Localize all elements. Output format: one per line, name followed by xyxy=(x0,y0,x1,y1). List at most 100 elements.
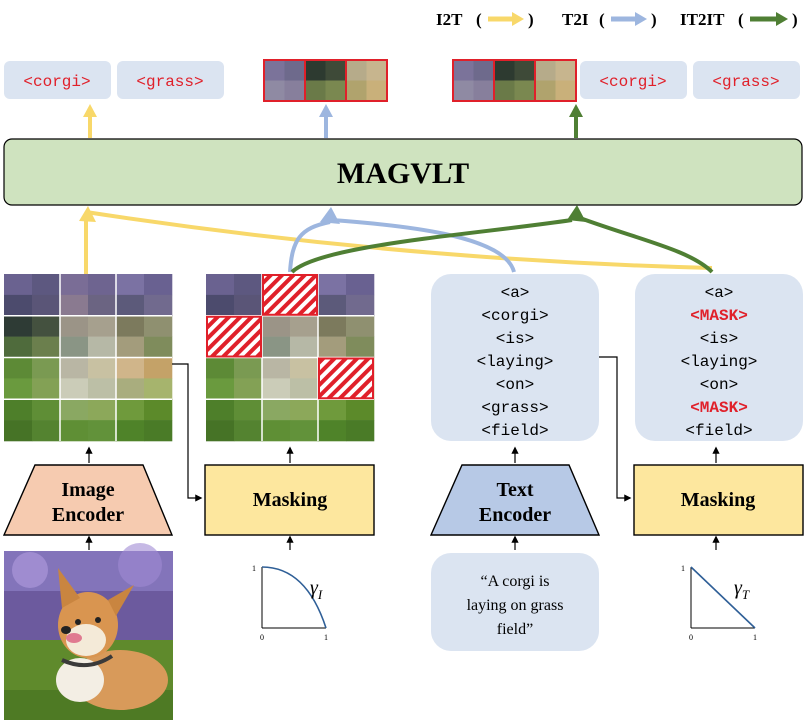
image-token-cell xyxy=(144,399,173,421)
image-token-cell xyxy=(234,420,263,442)
gamma-i-symbol: γI xyxy=(310,577,323,602)
image-token-cell xyxy=(318,315,347,337)
legend-i2t-label: I2T xyxy=(436,10,463,29)
image-token-cell xyxy=(32,399,61,421)
image-token-cell xyxy=(32,294,61,317)
corgi-photo xyxy=(4,543,173,720)
image-token-cell xyxy=(4,274,33,296)
image-encoder-line1: Image xyxy=(61,479,114,501)
image-token-cell xyxy=(4,357,33,379)
image-token-cell xyxy=(4,315,33,337)
corgi-ear xyxy=(58,568,80,608)
output-image-patch xyxy=(452,59,495,102)
image-token-cell xyxy=(318,294,347,317)
t2i-flow-arrowhead xyxy=(320,207,340,224)
text-token: <is> xyxy=(700,330,738,348)
mask-token: <MASK> xyxy=(690,307,748,325)
output-image-patch xyxy=(345,59,388,102)
text-token: <is> xyxy=(496,330,534,348)
image-token-cell xyxy=(88,315,117,337)
schedule-x-tick: 1 xyxy=(324,633,328,642)
image-token-cell xyxy=(346,399,375,421)
image-token-cell xyxy=(60,357,89,379)
image-token-cell xyxy=(4,294,33,317)
image-mask-schedule: 1 0 1 γI xyxy=(252,564,328,642)
t2i-output-patches xyxy=(263,59,388,102)
image-token-cell xyxy=(4,378,33,400)
image-token-cell xyxy=(4,336,33,358)
output-image-patch xyxy=(493,59,536,102)
image-token-cell xyxy=(318,420,347,442)
image-token-cell xyxy=(60,420,89,442)
output-image-patch xyxy=(304,59,347,102)
legend-close-paren: ) xyxy=(528,10,534,29)
caption-line3: field” xyxy=(497,621,533,638)
image-token-cell xyxy=(60,294,89,317)
image-encoder xyxy=(2,464,174,536)
t2i-flow xyxy=(331,218,516,273)
image-token-cell xyxy=(290,420,319,442)
image-token-cell xyxy=(116,378,145,400)
it2it-output-arrowhead xyxy=(569,104,583,117)
connectors xyxy=(85,356,720,550)
masked-text-token-list: <a><MASK><is><laying><on><MASK><field> xyxy=(681,284,758,440)
text-token: <grass> xyxy=(481,399,548,417)
image-token-cell xyxy=(234,378,263,400)
legend-open-paren: ( xyxy=(476,10,482,29)
mask-token: <MASK> xyxy=(690,399,748,417)
image-token-cell xyxy=(32,315,61,337)
legend-i2t-arrowhead xyxy=(512,12,524,26)
masked-image-token xyxy=(262,274,318,316)
i2t-output: <corgi> <grass> xyxy=(4,61,224,99)
image-token-cell xyxy=(116,336,145,358)
image-token-cell xyxy=(144,336,173,358)
image-token-cell xyxy=(116,399,145,421)
masked-text-token-box xyxy=(635,274,803,441)
i2t-flow xyxy=(85,210,713,270)
it2it-output: <corgi> <grass> xyxy=(452,59,800,102)
image-token-cell xyxy=(318,274,347,296)
masked-image-token xyxy=(318,357,374,400)
output-image-patch xyxy=(263,59,306,102)
model-title: MAGVLT xyxy=(337,157,469,190)
image-token-cell xyxy=(234,294,263,317)
image-token-cell xyxy=(144,378,173,400)
text-token-box xyxy=(431,274,599,441)
image-token-cell xyxy=(144,420,173,442)
image-token-cell xyxy=(234,357,263,379)
image-token-cell xyxy=(234,274,263,296)
image-token-cell xyxy=(88,274,117,296)
image-token-cell xyxy=(206,357,235,379)
output-token: <grass> xyxy=(136,73,203,91)
image-token-cell xyxy=(88,399,117,421)
image-token-cell xyxy=(144,274,173,296)
image-token-cell xyxy=(144,315,173,337)
image-token-cell xyxy=(262,336,291,358)
gamma-t-symbol: γT xyxy=(734,577,750,602)
text-encoder-line1: Text xyxy=(496,479,533,501)
text-masking-label: Masking xyxy=(681,489,755,511)
text-token: <a> xyxy=(705,284,734,302)
image-token-cell xyxy=(262,399,291,421)
image-token-cell xyxy=(318,399,347,421)
token-box xyxy=(117,61,224,99)
image-masking-label: Masking xyxy=(253,489,327,511)
image-encoder-line2: Encoder xyxy=(52,504,124,526)
image-token-cell xyxy=(346,336,375,358)
image-token-cell xyxy=(88,357,117,379)
schedule-y-tick: 1 xyxy=(681,564,685,573)
image-token-cell xyxy=(262,420,291,442)
legend-it2it-label: IT2IT xyxy=(680,10,725,29)
image-token-cell xyxy=(32,357,61,379)
legend-close-paren: ) xyxy=(792,10,798,29)
image-token-cell xyxy=(88,378,117,400)
image-token-cell xyxy=(88,420,117,442)
t2i-output-arrowhead xyxy=(319,104,333,117)
token-box xyxy=(580,61,687,99)
text-token: <laying> xyxy=(477,353,554,371)
image-token-cell xyxy=(60,315,89,337)
text-mask-schedule: 1 0 1 γT xyxy=(681,564,757,642)
token-box xyxy=(693,61,800,99)
t2i-flow xyxy=(288,220,331,273)
legend-t2i-arrowhead xyxy=(635,12,647,26)
